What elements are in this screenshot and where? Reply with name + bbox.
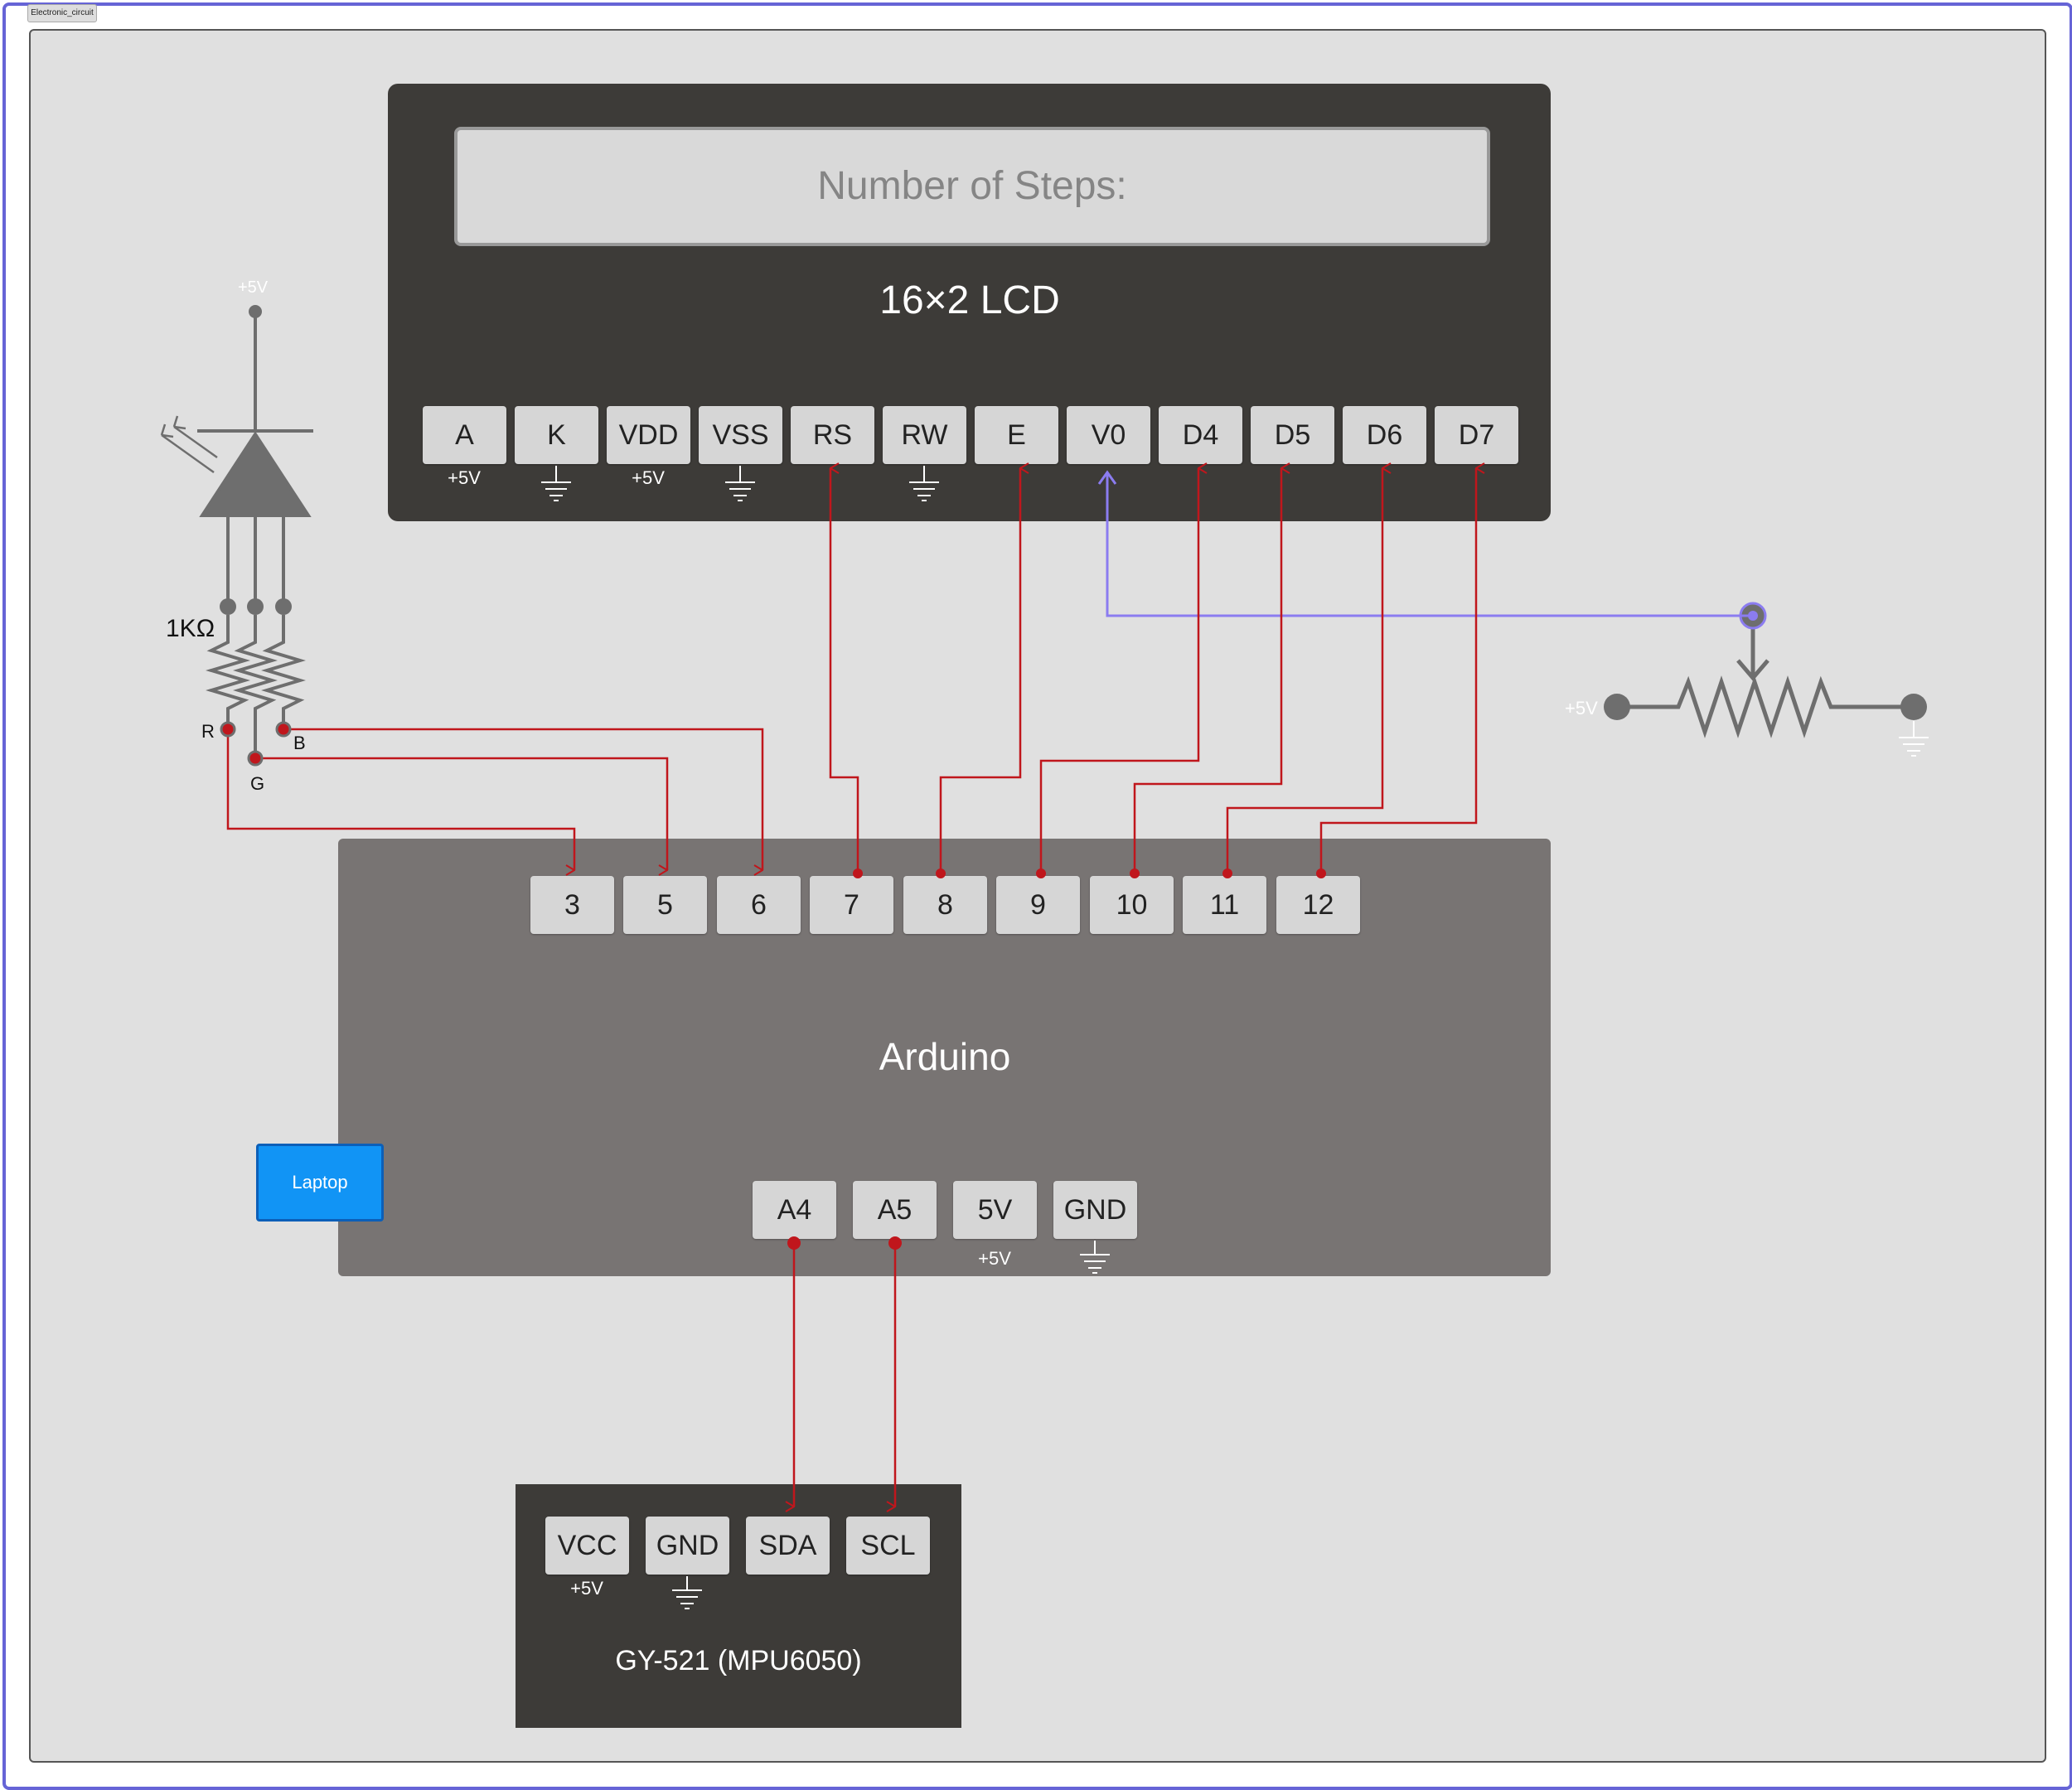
gy521-title: GY-521 (MPU6050) [615,1645,862,1676]
lcd-pin-vss[interactable]: VSS [699,406,782,464]
arduino-pin-5[interactable]: 5 [623,876,707,934]
arduino-pin-3[interactable]: 3 [530,876,614,934]
arduino-pin-5v[interactable]: 5V [953,1181,1037,1239]
lcd-pin-k[interactable]: K [515,406,598,464]
potentiometer-icon [1604,602,1927,738]
lcd-pin-d6[interactable]: D6 [1343,406,1426,464]
wire-junction [787,1236,801,1250]
arduino-pin-6[interactable]: 6 [717,876,801,934]
led-terminals [220,721,292,767]
lcd-pin-d5[interactable]: D5 [1251,406,1334,464]
wire-junctions [853,868,1326,878]
gy521-pin-vcc[interactable]: VCC [545,1517,629,1575]
arduino-pin-a4[interactable]: A4 [753,1181,836,1239]
laptop-node[interactable]: Laptop [256,1144,384,1222]
wire-junction [888,1236,902,1250]
lcd-a-supply-label: +5V [448,467,481,488]
wire-d4 [1039,468,1198,873]
wire-d7 [1319,468,1476,873]
wire-d6 [1226,468,1382,873]
lcd-pin-d4[interactable]: D4 [1159,406,1242,464]
lcd-pin-v0[interactable]: V0 [1067,406,1150,464]
lcd-pin-d7[interactable]: D7 [1435,406,1518,464]
lcd-pin-vdd[interactable]: VDD [607,406,690,464]
arduino-title: Arduino [879,1035,1011,1078]
wire-rs [829,468,859,873]
arduino-pin-10[interactable]: 10 [1090,876,1174,934]
arduino-pin-12[interactable]: 12 [1276,876,1360,934]
ground-icon [725,466,755,501]
arduino-pin-7[interactable]: 7 [810,876,893,934]
wire-d5 [1133,468,1281,873]
arduino-pin-gnd[interactable]: GND [1053,1181,1137,1239]
led-b-label: B [293,733,306,753]
ground-symbols [541,466,1929,1609]
gy521-vcc-label: +5V [570,1578,603,1599]
arduino-pin-11[interactable]: 11 [1183,876,1266,934]
ground-icon [1080,1241,1110,1274]
led-supply-label: +5V [238,278,269,297]
arduino-5v-label: +5V [978,1248,1011,1269]
lcd-pin-rs[interactable]: RS [791,406,874,464]
ground-icon [541,466,571,501]
gy521-pin-sda[interactable]: SDA [746,1517,830,1575]
led-g-label: G [250,773,265,794]
lcd-title: 16×2 LCD [879,278,1060,322]
arduino-pin-a5[interactable]: A5 [853,1181,937,1239]
gy521-pin-scl[interactable]: SCL [846,1517,930,1575]
ground-icon [672,1576,702,1609]
wire-led-g [255,757,669,870]
diagram-tab[interactable]: Electronic_circuit [27,4,97,22]
wire-e [939,468,1020,873]
wire-v0 [1097,470,1758,621]
lcd-pin-rw[interactable]: RW [883,406,966,464]
ground-icon [1899,721,1929,757]
arduino-pin-8[interactable]: 8 [903,876,987,934]
resistor-value-label: 1KΩ [166,615,215,642]
lcd-pin-a[interactable]: A [423,406,506,464]
ground-icon [909,466,939,501]
lcd-screen: Number of Steps: [454,127,1490,246]
wire-led-b [283,728,764,870]
pot-supply-label: +5V [1565,698,1598,718]
rgb-led-icon [160,305,313,758]
wire-led-r [226,729,576,870]
led-r-label: R [201,721,215,742]
arduino-pin-9[interactable]: 9 [996,876,1080,934]
lcd-vdd-supply-label: +5V [632,467,665,488]
lcd-pin-e[interactable]: E [975,406,1058,464]
gy521-pin-gnd[interactable]: GND [646,1517,729,1575]
